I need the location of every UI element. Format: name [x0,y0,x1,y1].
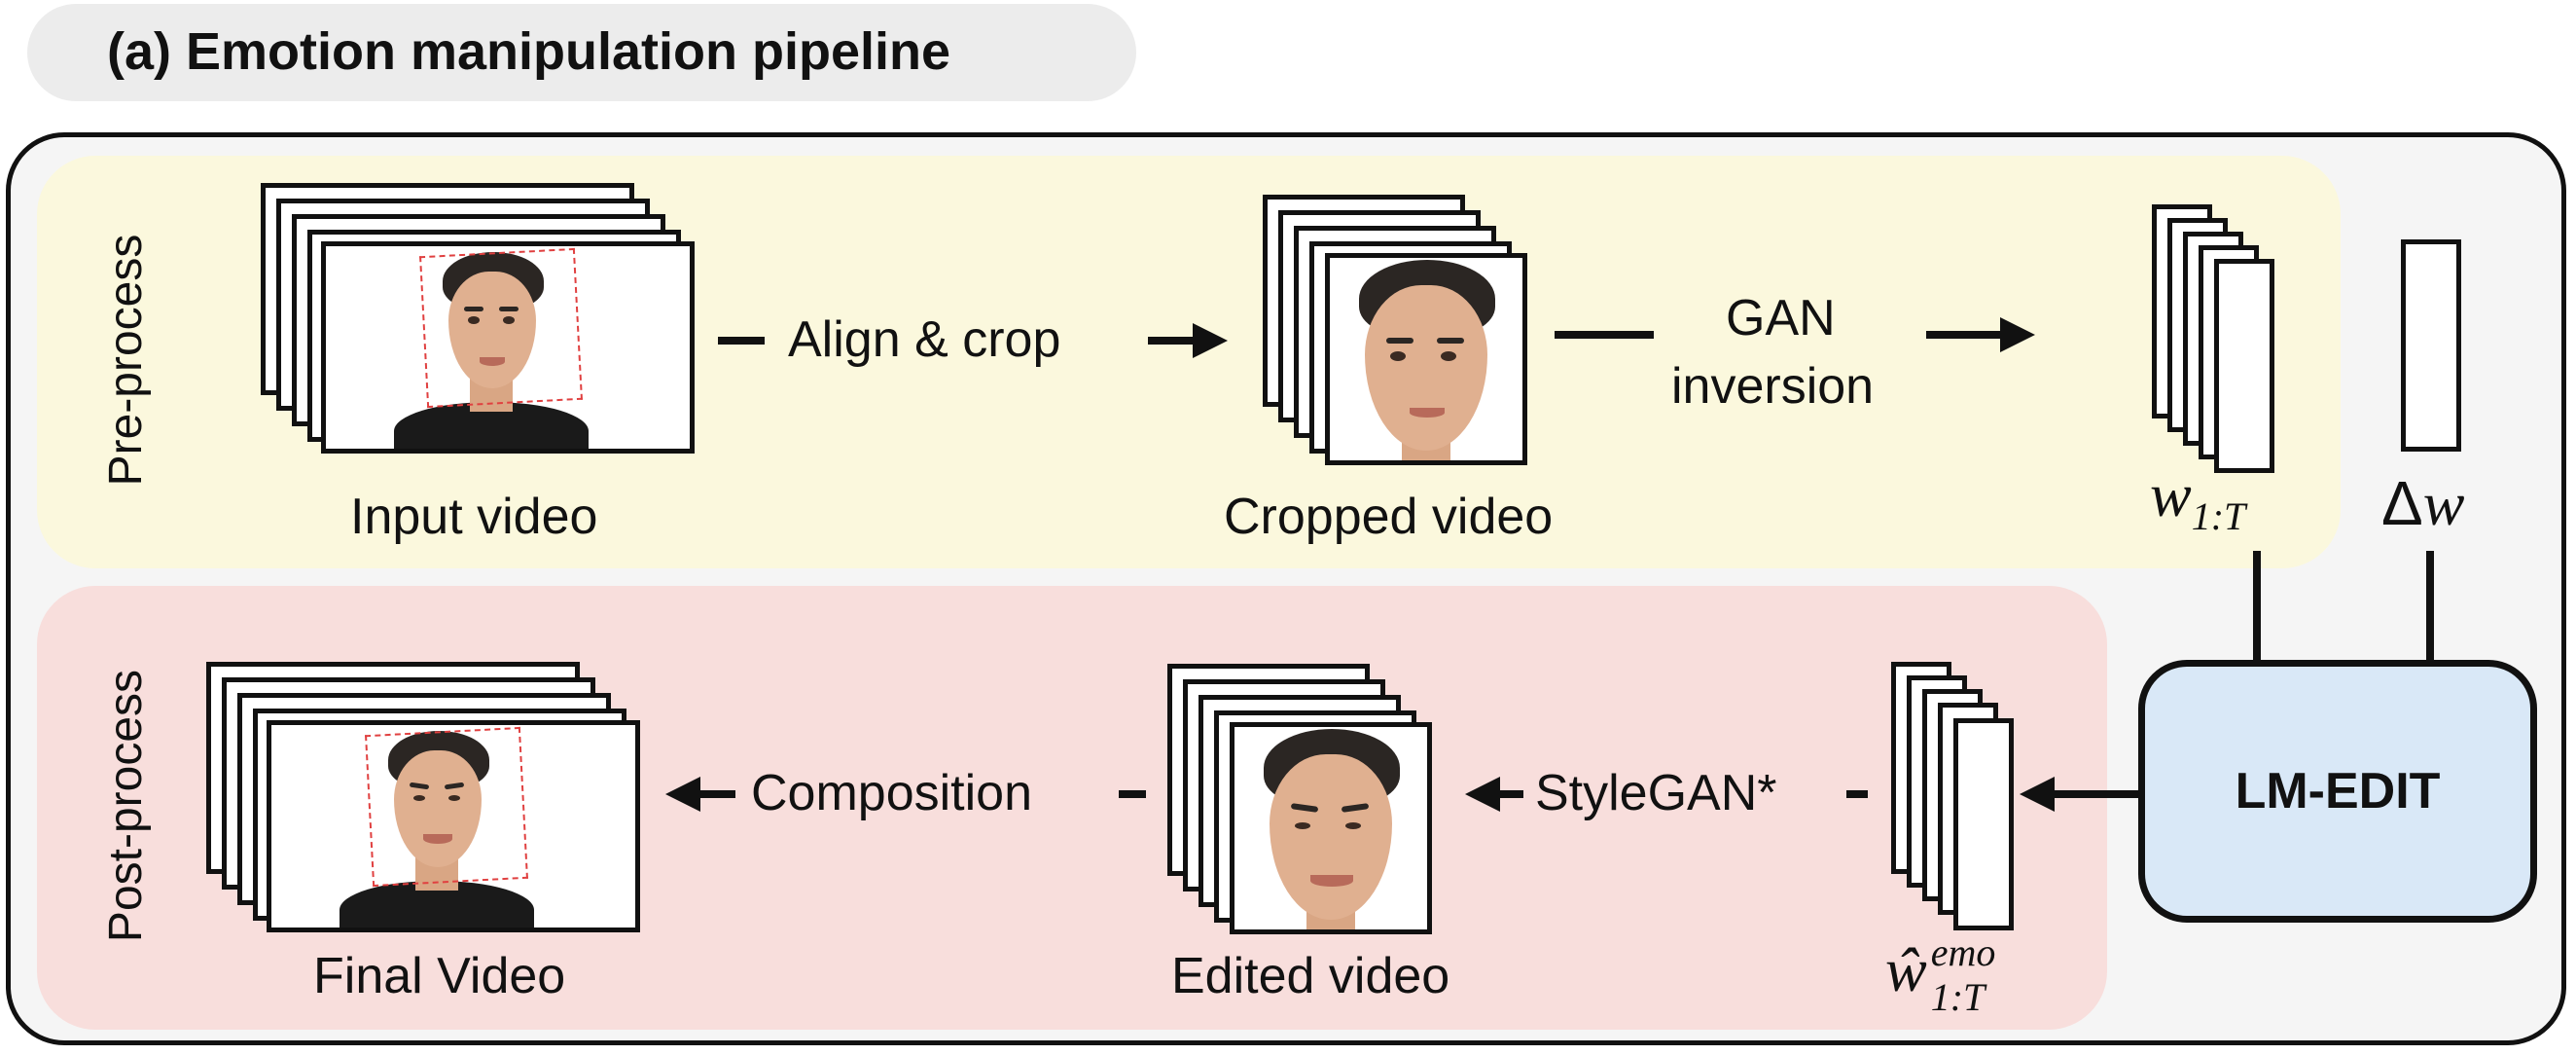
align-crop-line-right [1148,337,1197,345]
post-process-label: Post-process [100,669,152,943]
stylegan-line-left [1498,790,1523,798]
gan-inversion-line-right [1926,331,2004,339]
stylegan-arrowhead [1465,777,1500,812]
stylegan-line-right [1846,790,1868,798]
edited-video-label: Edited video [1171,948,1450,1004]
composition-arrowhead [665,777,700,812]
final-video-frame [267,720,640,932]
cropped-video-label: Cropped video [1224,489,1554,545]
crop-region-box [365,726,528,888]
composition-line-left [698,790,735,798]
cropped-video-frame [1325,253,1527,465]
delta-w-vector [2401,239,2461,452]
lmedit-to-emo-arrowhead [2020,777,2055,812]
input-video-label: Input video [350,489,598,545]
composition-label: Composition [751,765,1033,821]
delta-w-label: Δw [2381,468,2465,538]
final-video-label: Final Video [313,948,566,1004]
edited-video-frame [1230,722,1432,934]
align-crop-arrowhead [1193,323,1228,358]
pre-process-label: Pre-process [100,234,152,487]
lmedit-to-emo-line [2053,790,2138,798]
latent-emo-front [1953,718,2014,930]
latent-w-label: w1:T [2150,460,2246,538]
crop-region-box [419,247,583,409]
align-crop-line-left [718,337,765,345]
deltaw-to-lmedit-connector [2426,551,2434,662]
gan-inversion-line-left [1555,331,1654,339]
gan-inversion-arrowhead [2000,317,2035,352]
diagram-title: (a) Emotion manipulation pipeline [107,22,951,81]
align-crop-label: Align & crop [788,311,1061,368]
w-to-lmedit-connector [2253,551,2261,662]
gan-inversion-label-line1: GAN [1726,290,1836,346]
face-image [330,725,544,928]
title-pill [27,4,1136,101]
face-image [1330,258,1522,460]
face-image [384,246,598,449]
gan-inversion-label-line2: inversion [1671,358,1875,415]
latent-w-front [2214,259,2274,473]
face-image [1234,727,1427,929]
stylegan-label: StyleGAN* [1535,765,1777,821]
composition-line-right [1119,790,1146,798]
input-video-frame [321,241,695,454]
lm-edit-box: LM-EDIT [2138,660,2537,923]
lm-edit-label: LM-EDIT [2235,763,2441,819]
